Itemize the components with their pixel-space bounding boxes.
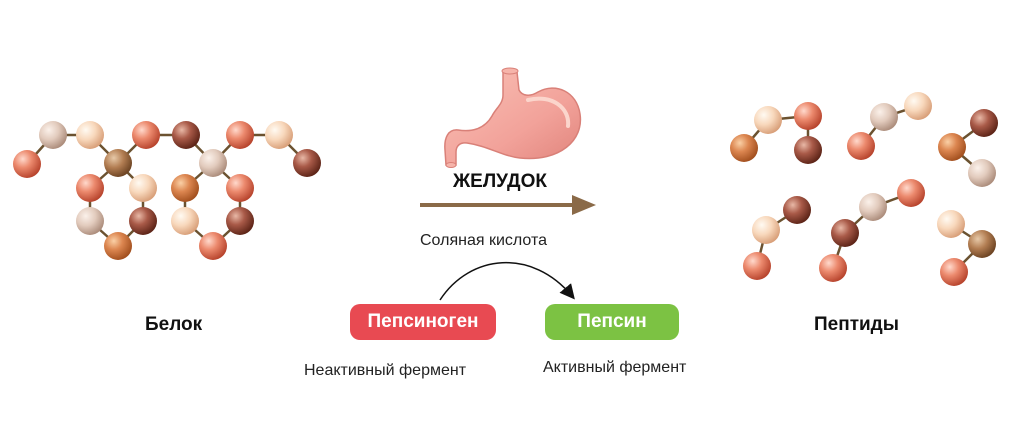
peptides-label: Пептиды [814, 314, 899, 335]
amino-acid-bead [970, 109, 998, 137]
amino-acid-bead [968, 159, 996, 187]
reaction-arrow [420, 195, 596, 215]
amino-acid-bead [730, 134, 758, 162]
amino-acid-bead [968, 230, 996, 258]
amino-acid-bead [129, 174, 157, 202]
peptide-bonds [743, 104, 985, 273]
amino-acid-bead [13, 150, 41, 178]
amino-acid-bead [265, 121, 293, 149]
amino-acid-bead [199, 149, 227, 177]
amino-acid-bead [172, 121, 200, 149]
amino-acid-bead [938, 133, 966, 161]
protein-amino-acids [13, 121, 321, 260]
stomach-label: ЖЕЛУДОК [453, 171, 547, 192]
amino-acid-bead [226, 121, 254, 149]
amino-acid-bead [783, 196, 811, 224]
amino-acid-bead [171, 207, 199, 235]
amino-acid-bead [897, 179, 925, 207]
amino-acid-bead [76, 207, 104, 235]
amino-acid-bead [76, 174, 104, 202]
amino-acid-bead [937, 210, 965, 238]
inactive-enzyme-label: Неактивный фермент [304, 362, 467, 379]
active-enzyme-label: Активный фермент [543, 359, 687, 376]
peptide-amino-acids [730, 92, 998, 286]
amino-acid-bead [752, 216, 780, 244]
amino-acid-bead [859, 193, 887, 221]
amino-acid-bead [293, 149, 321, 177]
pepsinogen-badge: Пепсиноген [350, 304, 496, 340]
protein-chain [13, 121, 321, 260]
pepsin-badge: Пепсин [545, 304, 679, 340]
amino-acid-bead [199, 232, 227, 260]
amino-acid-bead [831, 219, 859, 247]
amino-acid-bead [129, 207, 157, 235]
peptide-fragments [730, 92, 998, 286]
protein-label: Белок [145, 314, 203, 335]
amino-acid-bead [754, 106, 782, 134]
amino-acid-bead [226, 207, 254, 235]
amino-acid-bead [870, 103, 898, 131]
amino-acid-bead [76, 121, 104, 149]
amino-acid-bead [794, 102, 822, 130]
acid-label: Соляная кислота [420, 232, 547, 249]
activation-arrow [439, 262, 575, 301]
amino-acid-bead [104, 232, 132, 260]
amino-acid-bead [171, 174, 199, 202]
amino-acid-bead [39, 121, 67, 149]
amino-acid-bead [819, 254, 847, 282]
amino-acid-bead [904, 92, 932, 120]
amino-acid-bead [132, 121, 160, 149]
amino-acid-bead [226, 174, 254, 202]
amino-acid-bead [743, 252, 771, 280]
amino-acid-bead [104, 149, 132, 177]
pepsin-label: Пепсин [577, 311, 647, 332]
stomach-icon [444, 67, 582, 168]
amino-acid-bead [940, 258, 968, 286]
protein-bonds [26, 133, 308, 247]
pepsinogen-label: Пепсиноген [367, 311, 479, 332]
amino-acid-bead [847, 132, 875, 160]
amino-acid-bead [794, 136, 822, 164]
